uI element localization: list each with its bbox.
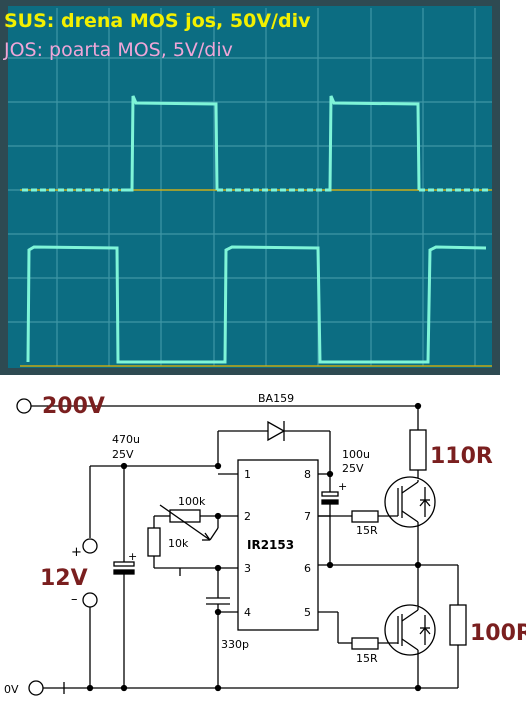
resistor-15r-low [351,637,379,650]
pin-5: 5 [304,606,311,619]
pin-3: 3 [244,562,251,575]
label-plus: + [71,545,82,560]
diode-ba159 [267,420,286,442]
schematic-labels: 200V 12V 0V BA159 470u 25V 100u 25V 100k… [4,392,526,696]
label-load-low: 100R [470,621,526,646]
label-gnd: 0V [4,683,19,696]
pin-1: 1 [244,468,251,481]
resistor-10k [147,527,161,557]
label-c-boot-voltage: 25V [342,462,364,475]
resistor-110r [409,429,427,471]
pin-7: 7 [304,510,311,523]
label-c-bulk-value: 470u [112,433,140,446]
label-ic: IR2153 [247,538,294,552]
lv-terminal-minus [82,592,98,608]
pot-100k [169,509,201,523]
label-minus: – [71,592,78,607]
oscilloscope: SUS: drena MOS jos, 50V/div JOS: poarta … [0,0,500,375]
label-r-timing: 10k [168,537,189,550]
label-bulk-polarity: + [128,550,137,563]
label-c-boot-value: 100u [342,448,370,461]
label-diode: BA159 [258,392,294,405]
caption-top: SUS: drena MOS jos, 50V/div [4,10,311,32]
label-load-high: 110R [430,444,493,469]
caption-bottom: JOS: poarta MOS, 5V/div [3,39,233,61]
resistor-100r [449,604,467,646]
trace-gate [26,245,487,364]
lv-terminal-plus [82,538,98,554]
hv-terminal [16,398,32,414]
capacitor-boot [321,491,339,497]
gnd-terminal [28,680,44,696]
label-r-gate-high: 15R [356,524,378,537]
ic-ir2153 [237,459,319,631]
label-boot-polarity: + [338,480,347,493]
trace-drain [22,95,490,192]
label-lv: 12V [40,566,88,591]
pin-6: 6 [304,562,311,575]
pin-8: 8 [304,468,311,481]
scope-grid [8,8,492,366]
pin-4: 4 [244,606,251,619]
pin-2: 2 [244,510,251,523]
label-pot: 100k [178,495,206,508]
label-c-bulk-voltage: 25V [112,448,134,461]
capacitor-bulk [113,561,135,567]
label-c-timing: 330p [221,638,249,651]
scope-screen [8,6,492,368]
label-r-gate-low: 15R [356,652,378,665]
resistor-15r-high [351,510,379,523]
label-hv: 200V [42,394,105,419]
schematic [16,398,467,696]
